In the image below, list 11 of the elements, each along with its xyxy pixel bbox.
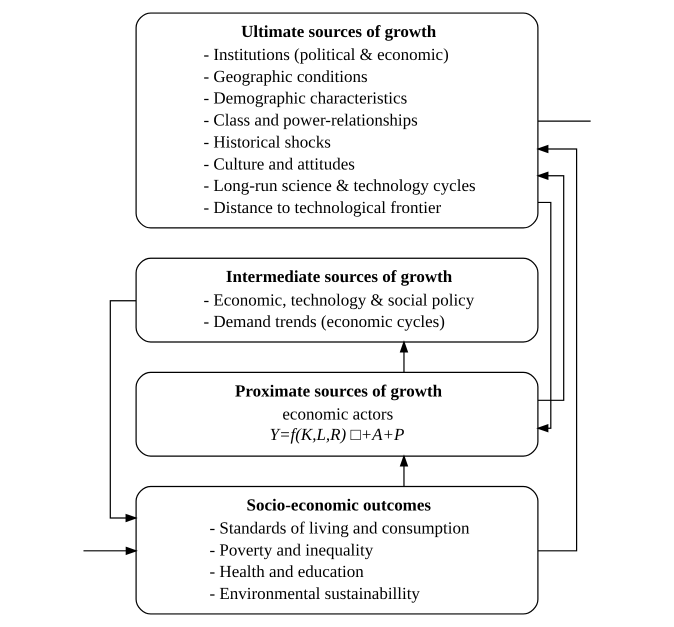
node-box: Ultimate sources of growth - Institutions (political & economic) - Geographic conditions - Demographic characteristics - Class and power-relationships - Historical shocks - Culture and attitudes - Long-run science & technology cycles - Distance to technological frontier [136,12,538,229]
arrow [400,454,408,486]
arrow [400,340,408,372]
connector [538,120,591,122]
arrow [83,546,138,556]
node-box: Intermediate sources of growth - Economic, technology & social policy - Demand trends (economic cycles) [136,258,538,343]
arrow [110,300,138,522]
arrow [536,171,564,401]
node-box: Socio-economic outcomes - Standards of living and consumption - Poverty and inequality - Health and education - Environmental sustainabillity [136,486,538,615]
arrow [536,144,578,552]
node-box: Proximate sources of growth economic actors Y=f(K,L,R) □+A+P [136,372,538,457]
